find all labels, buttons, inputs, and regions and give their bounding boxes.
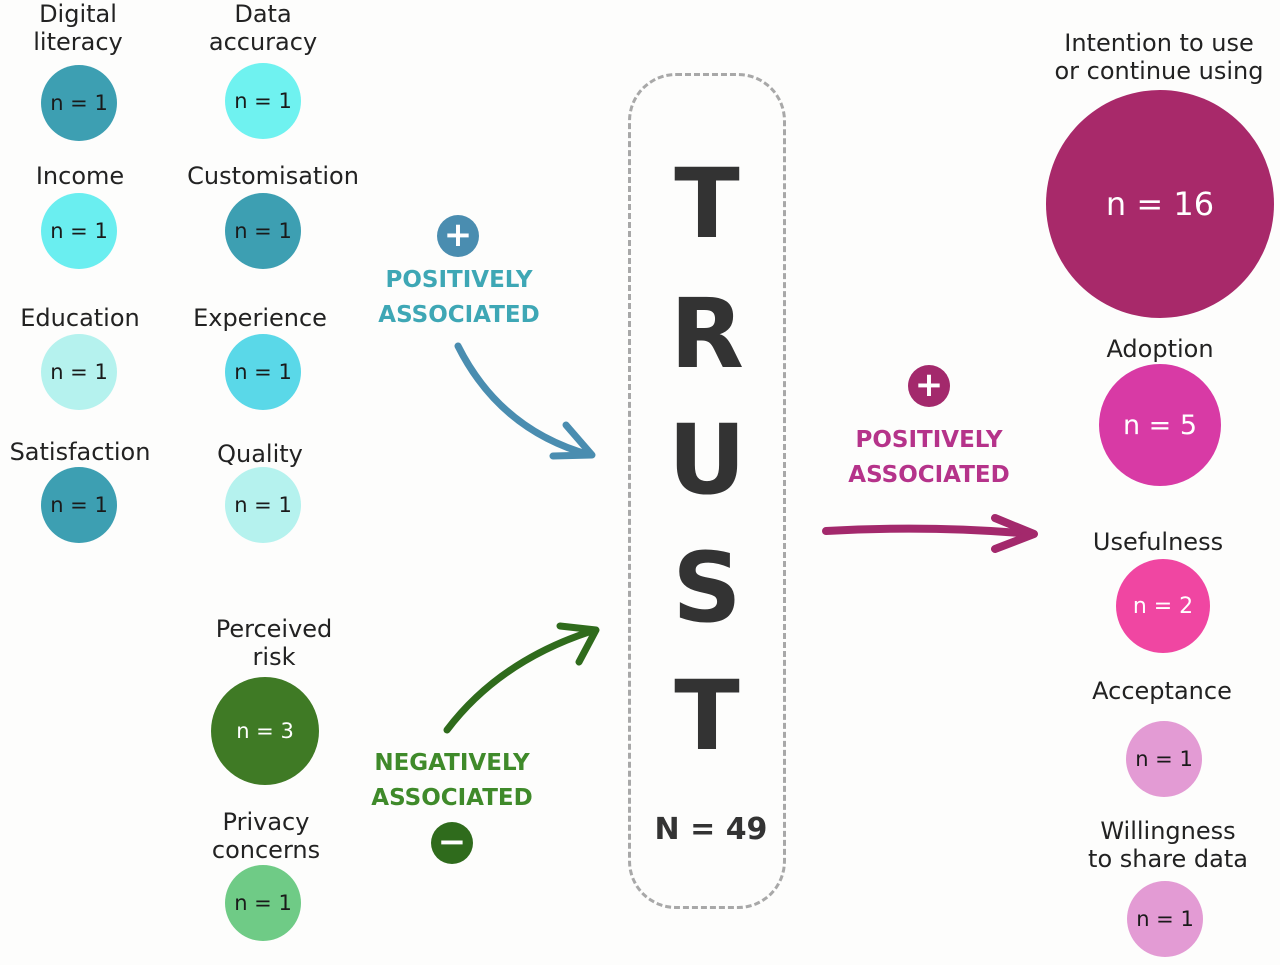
association-line: ASSOCIATED xyxy=(371,785,533,811)
association-line: POSITIVELY xyxy=(855,427,1003,453)
factor-label-education: Education xyxy=(20,304,140,332)
factor-label-customisation: Customisation xyxy=(187,162,359,190)
positive-arrow-right xyxy=(822,524,1036,538)
factor-count: n = 1 xyxy=(234,891,292,915)
factor-circle-perceived-risk: n = 3 xyxy=(211,677,319,785)
association-label-left-positive: POSITIVELY ASSOCIATED xyxy=(378,263,539,333)
outcome-circle-willingness: n = 1 xyxy=(1127,881,1203,957)
outcome-circle-intention: n = 16 xyxy=(1046,90,1274,318)
trust-letter: U xyxy=(668,404,746,516)
outcome-label-acceptance: Acceptance xyxy=(1092,677,1232,705)
factor-circle-income: n = 1 xyxy=(41,193,117,269)
factor-circle-education: n = 1 xyxy=(41,334,117,410)
trust-letter: R xyxy=(670,278,744,390)
trust-letter: S xyxy=(672,532,742,644)
factor-count: n = 1 xyxy=(50,493,108,517)
factor-circle-digital-literacy: n = 1 xyxy=(41,65,117,141)
factor-circle-customisation: n = 1 xyxy=(225,193,301,269)
positive-arrow-left-head xyxy=(549,421,596,460)
positive-arrow-left xyxy=(454,342,594,459)
association-line: ASSOCIATED xyxy=(848,462,1010,488)
factor-circle-experience: n = 1 xyxy=(225,334,301,410)
outcome-circle-acceptance: n = 1 xyxy=(1126,721,1202,797)
association-label-negative: NEGATIVELY ASSOCIATED xyxy=(371,746,532,816)
outcome-count: n = 1 xyxy=(1135,747,1193,771)
outcome-count: n = 1 xyxy=(1136,907,1194,931)
outcome-label-usefulness: Usefulness xyxy=(1092,528,1224,556)
plus-sign-icon: + xyxy=(908,365,950,407)
factor-count: n = 1 xyxy=(50,360,108,384)
negative-arrow-head xyxy=(556,622,600,666)
trust-total: N = 49 xyxy=(654,812,768,847)
outcome-circle-adoption: n = 5 xyxy=(1099,364,1221,486)
trust-box xyxy=(628,73,786,909)
factor-circle-privacy-concerns: n = 1 xyxy=(225,865,301,941)
association-line: ASSOCIATED xyxy=(378,302,540,328)
factor-label-satisfaction: Satisfaction xyxy=(9,438,151,466)
factor-count: n = 1 xyxy=(234,493,292,517)
factor-count: n = 1 xyxy=(50,91,108,115)
factor-count: n = 1 xyxy=(234,89,292,113)
outcome-count: n = 5 xyxy=(1122,409,1198,441)
outcome-count: n = 2 xyxy=(1132,593,1194,619)
factor-label-quality: Quality xyxy=(217,440,303,468)
factor-count: n = 1 xyxy=(50,219,108,243)
factor-label-income: Income xyxy=(35,162,125,190)
factor-count: n = 3 xyxy=(236,719,294,743)
trust-letter: T xyxy=(674,660,740,772)
association-line: POSITIVELY xyxy=(385,267,533,293)
positive-arrow-right-head xyxy=(991,514,1038,553)
factor-count: n = 1 xyxy=(234,219,292,243)
trust-letter: T xyxy=(674,148,740,260)
outcome-count: n = 16 xyxy=(1105,185,1215,223)
plus-sign-icon: + xyxy=(437,215,479,257)
negative-arrow xyxy=(443,626,599,734)
association-label-right-positive: POSITIVELY ASSOCIATED xyxy=(848,423,1009,493)
outcome-circle-usefulness: n = 2 xyxy=(1116,559,1210,653)
factor-circle-data-accuracy: n = 1 xyxy=(225,63,301,139)
association-line: NEGATIVELY xyxy=(374,750,530,776)
outcome-label-adoption: Adoption xyxy=(1106,335,1214,363)
factor-circle-satisfaction: n = 1 xyxy=(41,467,117,543)
factor-label-experience: Experience xyxy=(193,304,327,332)
minus-sign-icon: − xyxy=(431,822,473,864)
factor-circle-quality: n = 1 xyxy=(225,467,301,543)
factor-count: n = 1 xyxy=(234,360,292,384)
